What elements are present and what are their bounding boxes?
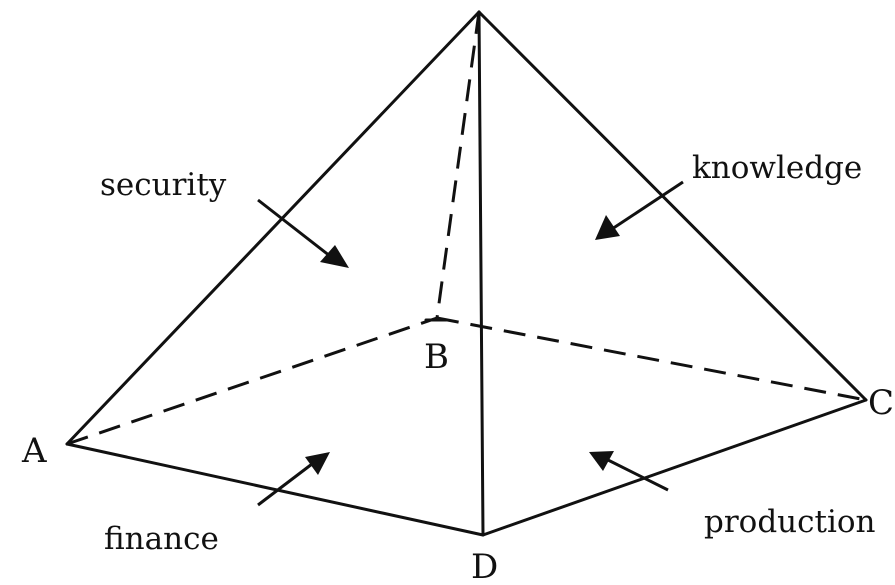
edge-apex-d	[477, 10, 485, 537]
edge-apex-c	[477, 10, 868, 402]
edge-d-c	[481, 398, 868, 537]
knowledge-arrow	[595, 180, 684, 240]
face-label-finance: finance	[104, 521, 219, 557]
finance-arrow	[257, 452, 330, 507]
vertex-label-b: B	[424, 337, 449, 377]
vertex-label-a: A	[21, 431, 47, 471]
edge-apex-b-hidden	[435, 11, 481, 319]
edge-b-c-hidden	[436, 316, 867, 402]
face-label-security: security	[100, 167, 227, 203]
edge-a-b-hidden	[66, 316, 438, 446]
edge-a-d	[65, 442, 485, 537]
face-label-knowledge: knowledge	[692, 150, 862, 186]
vertex-label-d: D	[471, 547, 498, 585]
vertex-label-c: C	[868, 383, 894, 423]
production-arrow	[589, 451, 669, 492]
edge-apex-a	[65, 10, 481, 446]
face-label-production: production	[704, 504, 876, 540]
security-arrow	[257, 198, 349, 268]
